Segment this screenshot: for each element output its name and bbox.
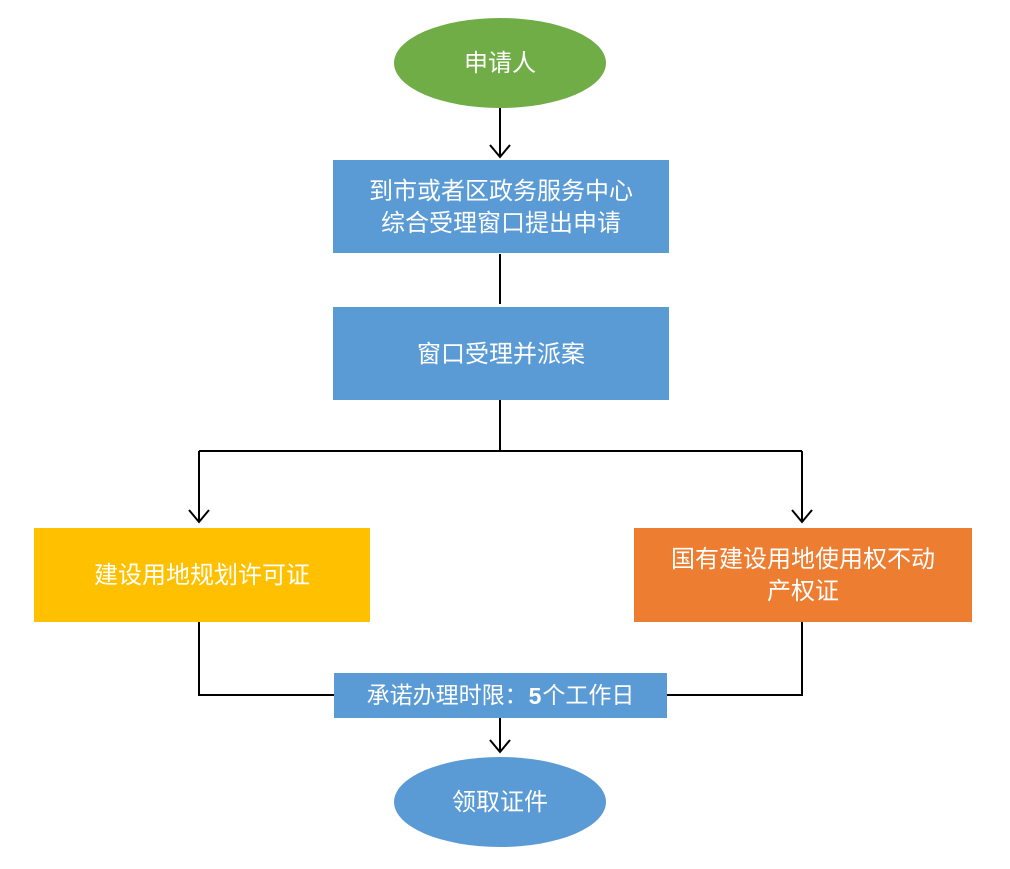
node-time-limit-days: 5	[528, 682, 542, 709]
arrowhead-to-collect	[489, 739, 511, 754]
node-collect-certificate: 领取证件	[394, 757, 606, 847]
connector-right-merge	[667, 622, 803, 696]
node-window-accept: 窗口受理并派案	[333, 307, 669, 400]
node-applicant-label: 申请人	[464, 49, 536, 77]
node-planning-permit: 建设用地规划许可证	[34, 528, 370, 622]
node-time-limit-label: 承诺办理时限：	[366, 682, 528, 709]
node-property-certificate: 国有建设用地使用权不动 产权证	[634, 528, 972, 622]
node-time-limit-unit: 个工作日	[542, 682, 635, 709]
node-submit-application: 到市或者区政务服务中心 综合受理窗口提出申请	[333, 160, 669, 253]
arrowhead-to-property-cert	[791, 509, 813, 524]
arrowhead-to-planning-permit	[188, 509, 210, 524]
arrowhead-to-submit	[489, 144, 511, 159]
node-property-certificate-label: 国有建设用地使用权不动 产权证	[671, 545, 935, 605]
node-applicant: 申请人	[394, 18, 606, 108]
node-submit-application-label: 到市或者区政务服务中心 综合受理窗口提出申请	[369, 176, 633, 237]
connector-left-merge	[198, 622, 334, 696]
node-collect-certificate-label: 领取证件	[452, 788, 548, 816]
node-window-accept-label: 窗口受理并派案	[417, 339, 585, 368]
node-planning-permit-label: 建设用地规划许可证	[94, 561, 310, 589]
